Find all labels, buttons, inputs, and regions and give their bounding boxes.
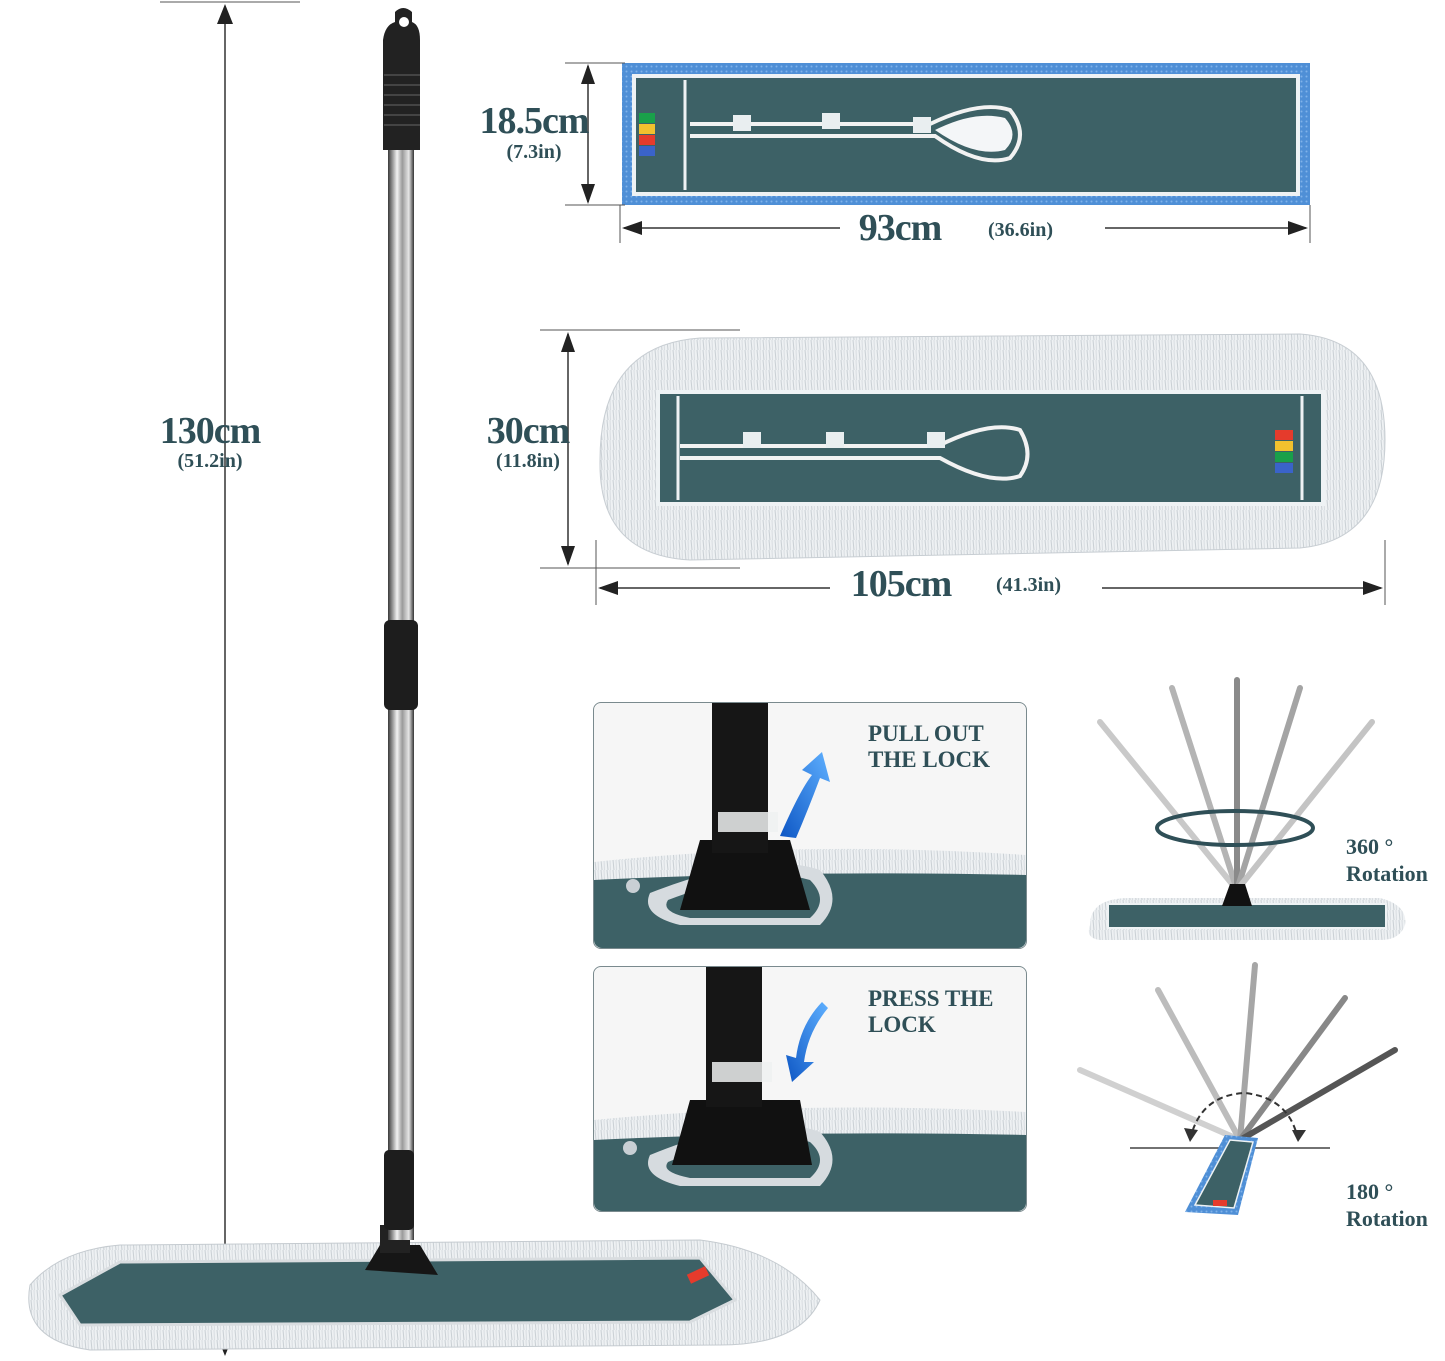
pull-lock-illustration: [594, 703, 1026, 948]
press-lock-illustration: [594, 967, 1026, 1211]
rotation-360-degrees: 360 °: [1346, 834, 1394, 859]
step-panel-pull: [593, 702, 1027, 949]
pad-width-imperial: (36.6in): [988, 219, 1053, 241]
step-press-line1: PRESS THE: [868, 986, 994, 1011]
dust-mop-width-metric: 105cm: [850, 563, 953, 605]
handle-length-imperial: (51.2in): [177, 450, 243, 472]
rotation-360-label: Rotation: [1346, 861, 1428, 886]
pad-width-metric: 93cm: [858, 207, 943, 249]
step-pull-line1: PULL OUT: [868, 721, 984, 746]
dust-mop-pad: [540, 329, 1386, 605]
rotation-180-label: Rotation: [1346, 1206, 1428, 1231]
pad-height-imperial: (7.3in): [506, 141, 562, 163]
color-tag-icon: [1213, 1200, 1227, 1206]
rotation-360-text: 360 ° Rotation: [1346, 833, 1428, 887]
down-arrow-icon: [786, 1002, 828, 1082]
rotation-180-text: 180 ° Rotation: [1346, 1178, 1428, 1232]
rotation-180-illustration: [1077, 962, 1398, 1215]
pad-height-metric: 18.5cm: [479, 100, 589, 142]
handle-length-metric: 130cm: [159, 410, 262, 452]
color-tag-icon: [686, 1266, 710, 1284]
step-pull-text: PULL OUT THE LOCK: [868, 721, 990, 773]
color-tag-icon: [639, 113, 655, 156]
microfiber-pad: [565, 62, 1311, 243]
dust-mop-height-imperial: (11.8in): [496, 450, 560, 472]
up-arrow-icon: [780, 752, 830, 838]
rotation-180-degrees: 180 °: [1346, 1179, 1394, 1204]
step-press-line2: LOCK: [868, 1012, 936, 1037]
step-panel-press: [593, 966, 1027, 1212]
dust-mop-height-metric: 30cm: [486, 410, 571, 452]
rotation-360-illustration: [1088, 677, 1406, 940]
step-pull-line2: THE LOCK: [868, 747, 991, 772]
assembled-mop: [28, 1, 821, 1356]
color-tag-icon: [1275, 430, 1293, 473]
dust-mop-width-imperial: (41.3in): [996, 574, 1061, 596]
step-press-text: PRESS THE LOCK: [868, 986, 994, 1038]
